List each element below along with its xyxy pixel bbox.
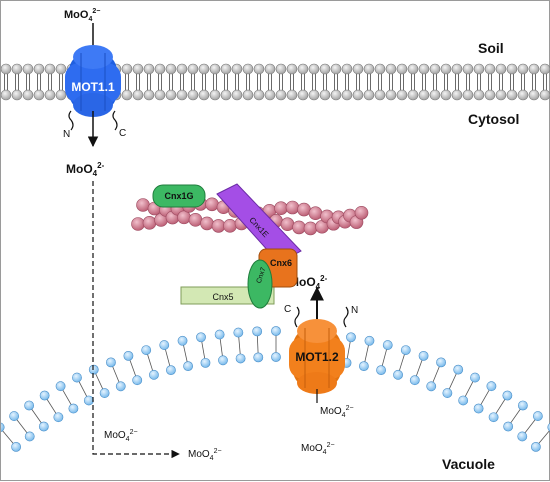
cnx6-label: Cnx6 bbox=[270, 258, 292, 268]
mot1-2-n-terminus: N bbox=[351, 305, 358, 316]
molybdate-cytosol-label: MoO42- bbox=[66, 161, 105, 178]
cnx-complex: Cnx1E Cnx1G Cnx5 Cnx6 Cnx7 bbox=[131, 183, 369, 309]
soil-label: Soil bbox=[478, 40, 504, 56]
mot1-1-transporter: MOT1.1 N C bbox=[63, 23, 126, 148]
molybdate-vacuole-entry-label: MoO42− bbox=[320, 405, 354, 419]
mot1-1-n-terminus: N bbox=[63, 129, 70, 140]
tonoplast-membrane bbox=[1, 326, 550, 452]
mot1-2-transporter: MOT1.2 C N bbox=[284, 286, 358, 403]
molybdate-vacuole-label-a: MoO42− bbox=[104, 429, 138, 443]
molybdate-vacuole-label-c: MoO42− bbox=[301, 442, 335, 456]
mot1-1-c-terminus: C bbox=[119, 128, 126, 139]
cnx7-protein: Cnx7 bbox=[247, 259, 273, 309]
cnx1g-label: Cnx1G bbox=[164, 191, 193, 201]
mot1-2-label: MOT1.2 bbox=[295, 350, 339, 364]
cnx1e-protein: Cnx1E bbox=[216, 183, 302, 264]
molybdate-vacuole-label-b: MoO42− bbox=[188, 448, 222, 462]
cytosol-label: Cytosol bbox=[468, 111, 519, 127]
cnx7-label: Cnx7 bbox=[256, 267, 268, 285]
mot1-2-c-terminus: C bbox=[284, 304, 291, 315]
molybdate-soil-label: MoO42− bbox=[64, 8, 100, 23]
storage-route-arrow bbox=[92, 181, 180, 459]
mot1-1-label: MOT1.1 bbox=[71, 80, 115, 94]
cnx1g-protein: Cnx1G bbox=[152, 184, 206, 208]
vacuole-label: Vacuole bbox=[442, 456, 495, 472]
cnx5-label: Cnx5 bbox=[212, 292, 233, 302]
